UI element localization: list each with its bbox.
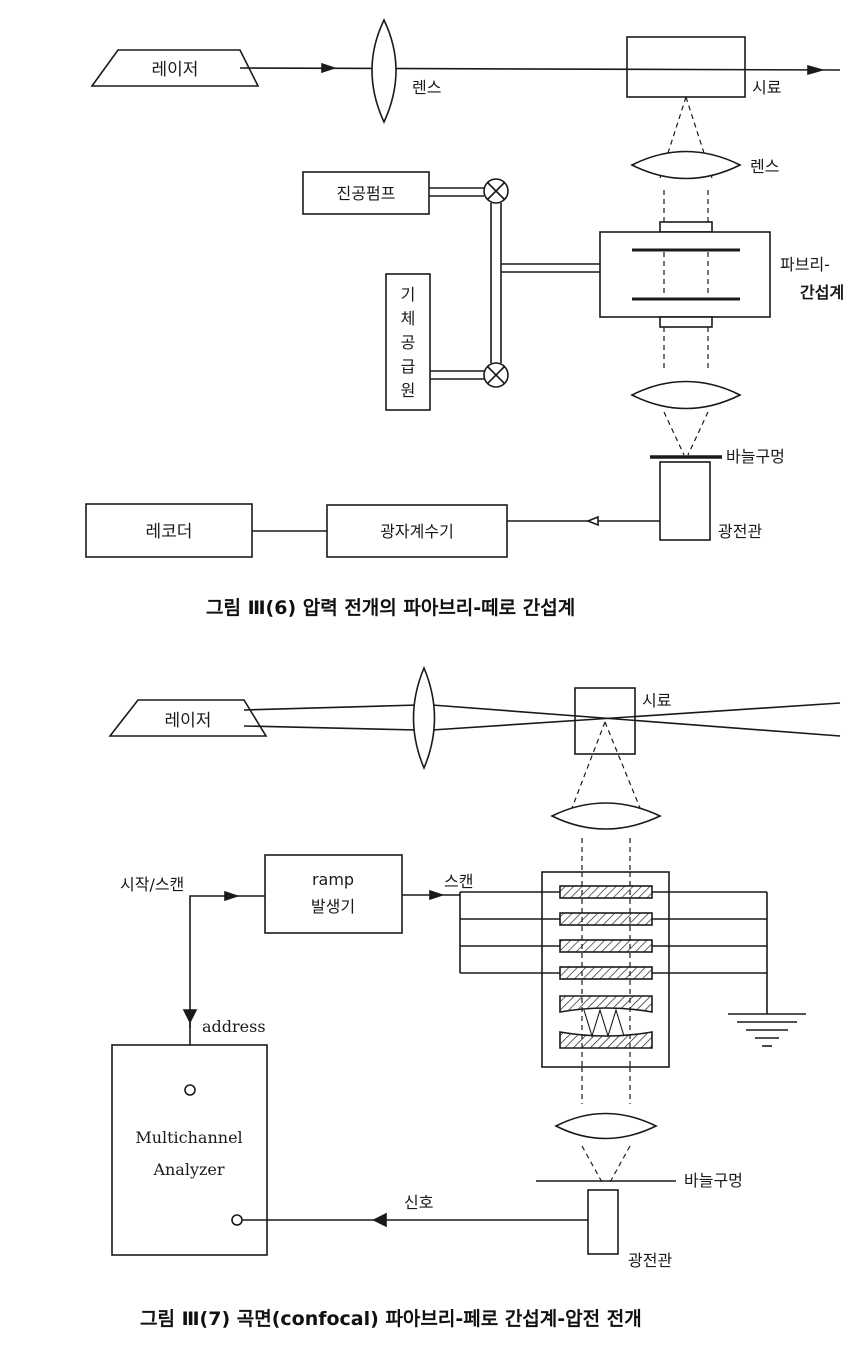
fig6-recorder-box bbox=[85, 503, 253, 558]
fig7-ramp-label-line1: ramp bbox=[312, 870, 354, 889]
fig6-pmt-box bbox=[659, 461, 711, 541]
fig6-photon-counter-box bbox=[326, 504, 508, 558]
fig7-address-label: address bbox=[202, 1017, 266, 1036]
fig6-sample-label: 시료 bbox=[752, 78, 781, 97]
fig7-caption: 그림 Ⅲ(7) 곡면(confocal) 파아브리-페로 간섭계-압전 전개 bbox=[140, 1308, 642, 1330]
fig7-pmt-label: 광전관 bbox=[628, 1251, 672, 1270]
fig7-ground-symbol bbox=[728, 1013, 806, 1047]
fig6-caption: 그림 Ⅲ(6) 압력 전개의 파아브리-떼로 간섭계 bbox=[206, 597, 575, 619]
fig7-piezo-plate-4 bbox=[559, 966, 653, 980]
fig7-laser-body bbox=[108, 699, 268, 737]
fig7-pinhole-label: 바늘구멍 bbox=[684, 1171, 743, 1190]
fig6-gas-supply-box bbox=[385, 273, 431, 411]
fig6-laser-label: 레이저 bbox=[152, 60, 199, 80]
fig7-scan-label: 스캔 bbox=[444, 872, 473, 891]
fig7-start-scan-label: 시작/스캔 bbox=[120, 875, 184, 894]
fig7-mca-box bbox=[111, 1044, 268, 1256]
fig6-fp-label-line2: 간섭계 bbox=[800, 283, 844, 302]
fig6-fp-label-line1: 파브리- bbox=[780, 255, 830, 274]
fig7-labels: 레이저 시료 시작/스캔 ramp 발생기 스캔 address Multich… bbox=[120, 691, 743, 1330]
fig6-pinhole-label: 바늘구멍 bbox=[726, 447, 785, 466]
fig6-lens-focus bbox=[630, 380, 742, 410]
fig7-mca-input-port bbox=[184, 1084, 196, 1096]
fig6-diagram bbox=[85, 18, 841, 558]
fig6-lens-vertical bbox=[371, 18, 397, 124]
fig6-recorder-label: 레코더 bbox=[146, 522, 193, 542]
fig7-mirror-top bbox=[559, 995, 653, 1013]
fig6-lens-top-label: 렌스 bbox=[412, 78, 441, 97]
fig6-beam-arrow-1 bbox=[321, 62, 337, 74]
fig7-sample-label: 시료 bbox=[642, 691, 671, 710]
fig6-lens-collect bbox=[630, 150, 742, 180]
fig6-sample-box bbox=[626, 36, 746, 98]
fig6-beam-line bbox=[239, 67, 841, 71]
fig6-vacuum-pump-box bbox=[302, 171, 430, 215]
fig7-lens-focus bbox=[554, 1112, 658, 1140]
fig7-laser-label: 레이저 bbox=[165, 711, 212, 731]
fig6-fp-chamber bbox=[599, 231, 771, 318]
fig7-diagram bbox=[108, 665, 841, 1256]
fig6-lens-right-label: 렌스 bbox=[750, 157, 779, 176]
fig7-signal-arrow bbox=[372, 1212, 387, 1228]
fig6-beam-arrow-2 bbox=[807, 64, 825, 76]
fig6-signal-arrow bbox=[585, 515, 599, 527]
fig7-piezo-plate-3 bbox=[559, 939, 653, 953]
fig7-zigzag-rays bbox=[583, 1008, 625, 1038]
fig7-lens-collect bbox=[550, 802, 662, 830]
fig7-mca-label-line1: Multichannel bbox=[135, 1128, 242, 1147]
fig7-mca-signal-port bbox=[231, 1214, 243, 1226]
fig7-piezo-plate-2 bbox=[559, 912, 653, 926]
fig7-lens-vertical bbox=[412, 665, 436, 771]
fig7-signal-label: 신호 bbox=[404, 1193, 433, 1212]
fig7-sample-box bbox=[574, 687, 636, 755]
fig7-address-arrow bbox=[182, 1009, 198, 1024]
fig7-pmt-box bbox=[587, 1189, 619, 1255]
fig7-piezo-plate-1 bbox=[559, 885, 653, 899]
fig7-mca-label-line2: Analyzer bbox=[152, 1160, 224, 1179]
fig6-laser-body bbox=[90, 49, 260, 87]
fig6-vacuum-pump-label: 진공펌프 bbox=[337, 184, 396, 203]
fig6-photon-counter-label: 광자계수기 bbox=[380, 522, 454, 541]
fig7-ramp-label-line2: 발생기 bbox=[311, 897, 355, 916]
fig6-pmt-label: 광전관 bbox=[718, 522, 762, 541]
fig7-ramp-generator-box bbox=[264, 854, 403, 934]
fig7-mirror-bottom bbox=[559, 1031, 653, 1049]
